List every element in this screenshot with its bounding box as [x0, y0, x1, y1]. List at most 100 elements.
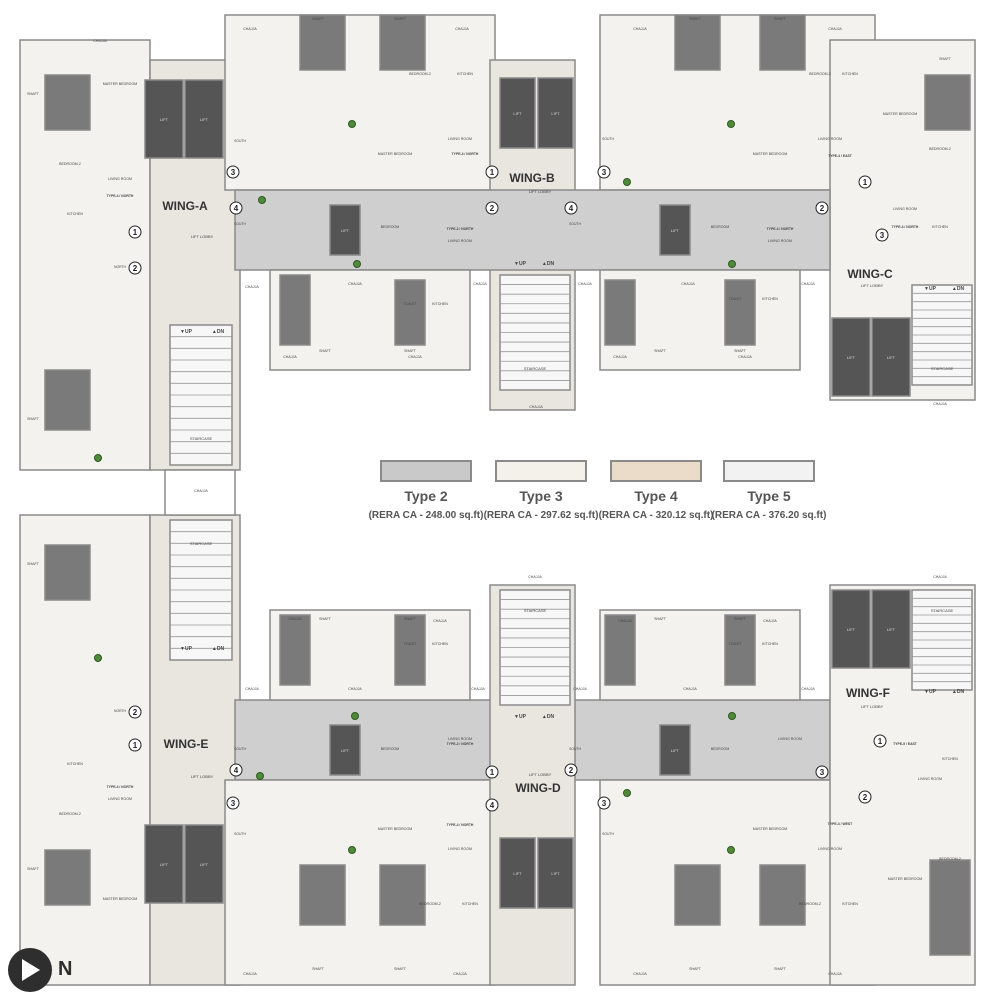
shaft-label: SHAFT: [939, 57, 952, 61]
room-label: MASTER BEDROOM: [883, 112, 918, 116]
south-tag: SOUTH: [602, 832, 614, 836]
flat-number: 2: [133, 264, 138, 273]
staircase-label: STAIRCASE: [931, 366, 954, 371]
lift-shaft: [659, 724, 691, 776]
lift-shaft: [537, 837, 574, 909]
flat-number-marker: [128, 705, 142, 719]
planter-icon: [727, 846, 735, 854]
lift-shaft: [184, 79, 224, 159]
south-tag: SOUTH: [602, 137, 614, 141]
north-arrow-icon: [22, 959, 40, 981]
flat-number: 1: [863, 178, 868, 187]
flat-number-marker: [564, 763, 578, 777]
shaft-label: SHAFT: [654, 617, 667, 621]
lift-lobby-label: LIFT LOBBY: [529, 772, 552, 777]
planter-icon: [258, 196, 266, 204]
toilet-block: [299, 14, 346, 71]
chajja-label: CHAJJA: [283, 355, 297, 359]
chajja-label: CHAJJA: [245, 687, 259, 691]
lift-shaft: [659, 204, 691, 256]
lift-label: LIFT: [847, 355, 856, 360]
up-label: ▼UP: [924, 689, 937, 695]
toilet-block: [44, 74, 91, 131]
room-label: MASTER BEDROOM: [103, 82, 138, 86]
lift-label: LIFT: [341, 228, 350, 233]
chajja-label: CHAJJA: [801, 282, 815, 286]
planter-icon: [348, 120, 356, 128]
chajja-label: CHAJJA: [933, 575, 947, 579]
lift-shaft: [871, 317, 911, 397]
shaft-label: SHAFT: [404, 349, 417, 353]
room-label: BEDROOM-2: [419, 902, 441, 906]
wing-a-label: WING-A: [162, 199, 208, 213]
dn-label: ▲DN: [212, 329, 225, 335]
flat-number: 4: [490, 801, 495, 810]
room-label: MASTER BEDROOM: [888, 877, 923, 881]
room-label: BEDROOM: [711, 747, 730, 751]
toilet-block: [604, 279, 636, 346]
flat-number: 3: [231, 168, 236, 177]
lift-shaft: [871, 589, 911, 669]
room-label: LIVING ROOM: [918, 777, 942, 781]
shaft-label: SHAFT: [689, 967, 702, 971]
chajja-label: CHAJJA: [348, 687, 362, 691]
shaft-label: SHAFT: [27, 92, 40, 96]
lift-label: LIFT: [887, 355, 896, 360]
planter-icon: [728, 712, 736, 720]
south-tag: SOUTH: [569, 222, 581, 226]
room-label: KITCHEN: [932, 225, 948, 229]
room-label: LIVING ROOM: [448, 239, 472, 243]
staircase-label: STAIRCASE: [524, 608, 547, 613]
flat-number: 4: [234, 766, 239, 775]
unit-type-tag: TYPE-4 / NORTH: [447, 823, 474, 827]
flat-number: 3: [820, 768, 825, 777]
chajja-label: CHAJJA: [828, 972, 842, 976]
unit-type-tag: TYPE-4 / NORTH: [892, 225, 919, 229]
shaft-label: SHAFT: [312, 17, 325, 21]
chajja-label: CHAJJA: [763, 619, 777, 623]
legend-area-type-3: (RERA CA - 297.62 sq.ft): [483, 510, 599, 521]
room-label: LIVING ROOM: [778, 737, 802, 741]
unit-type-tag: TYPE-4 / NORTH: [452, 152, 479, 156]
flat-number: 2: [569, 766, 574, 775]
flat-number-marker: [485, 165, 499, 179]
flat-number-marker: [597, 165, 611, 179]
chajja-label: CHAJJA: [243, 972, 257, 976]
staircase-label: STAIRCASE: [931, 608, 954, 613]
chajja-label: CHAJJA: [681, 282, 695, 286]
room-label: MASTER BEDROOM: [753, 827, 788, 831]
room-label: BEDROOM-2: [809, 72, 831, 76]
room-label: MASTER BEDROOM: [753, 152, 788, 156]
room-label: KITCHEN: [457, 72, 473, 76]
flat-number-marker: [226, 796, 240, 810]
lift-label: LIFT: [551, 111, 560, 116]
planter-icon: [94, 654, 102, 662]
toilet-block: [44, 544, 91, 601]
shaft-label: SHAFT: [404, 617, 417, 621]
legend-swatch-type-2: [380, 460, 472, 482]
dn-label: ▲DN: [212, 646, 225, 652]
flat-number-marker: [485, 765, 499, 779]
wing-e-south-flats: [224, 779, 496, 986]
room-label: KITCHEN: [842, 902, 858, 906]
lift-label: LIFT: [847, 627, 856, 632]
room-label: LIVING ROOM: [448, 137, 472, 141]
room-label: KITCHEN: [942, 757, 958, 761]
toilet-block: [674, 14, 721, 71]
legend-area-type-2: (RERA CA - 248.00 sq.ft): [368, 510, 484, 521]
room-label: MASTER BEDROOM: [103, 897, 138, 901]
lift-label: LIFT: [513, 111, 522, 116]
lift-shaft: [831, 317, 871, 397]
room-label: TOILET: [729, 642, 742, 646]
room-label: MASTER BEDROOM: [378, 827, 413, 831]
chajja-label: CHAJJA: [683, 687, 697, 691]
toilet-block: [379, 864, 426, 926]
wing-d-south-flats: [599, 779, 876, 986]
lift-label: LIFT: [341, 748, 350, 753]
flat-number: 1: [133, 228, 138, 237]
unit-type-tag: TYPE-2 / NORTH: [447, 227, 474, 231]
shaft-label: SHAFT: [319, 617, 332, 621]
flat-number: 1: [878, 737, 883, 746]
chajja-label: CHAJJA: [243, 27, 257, 31]
legend-area-type-4: (RERA CA - 320.12 sq.ft): [598, 510, 714, 521]
